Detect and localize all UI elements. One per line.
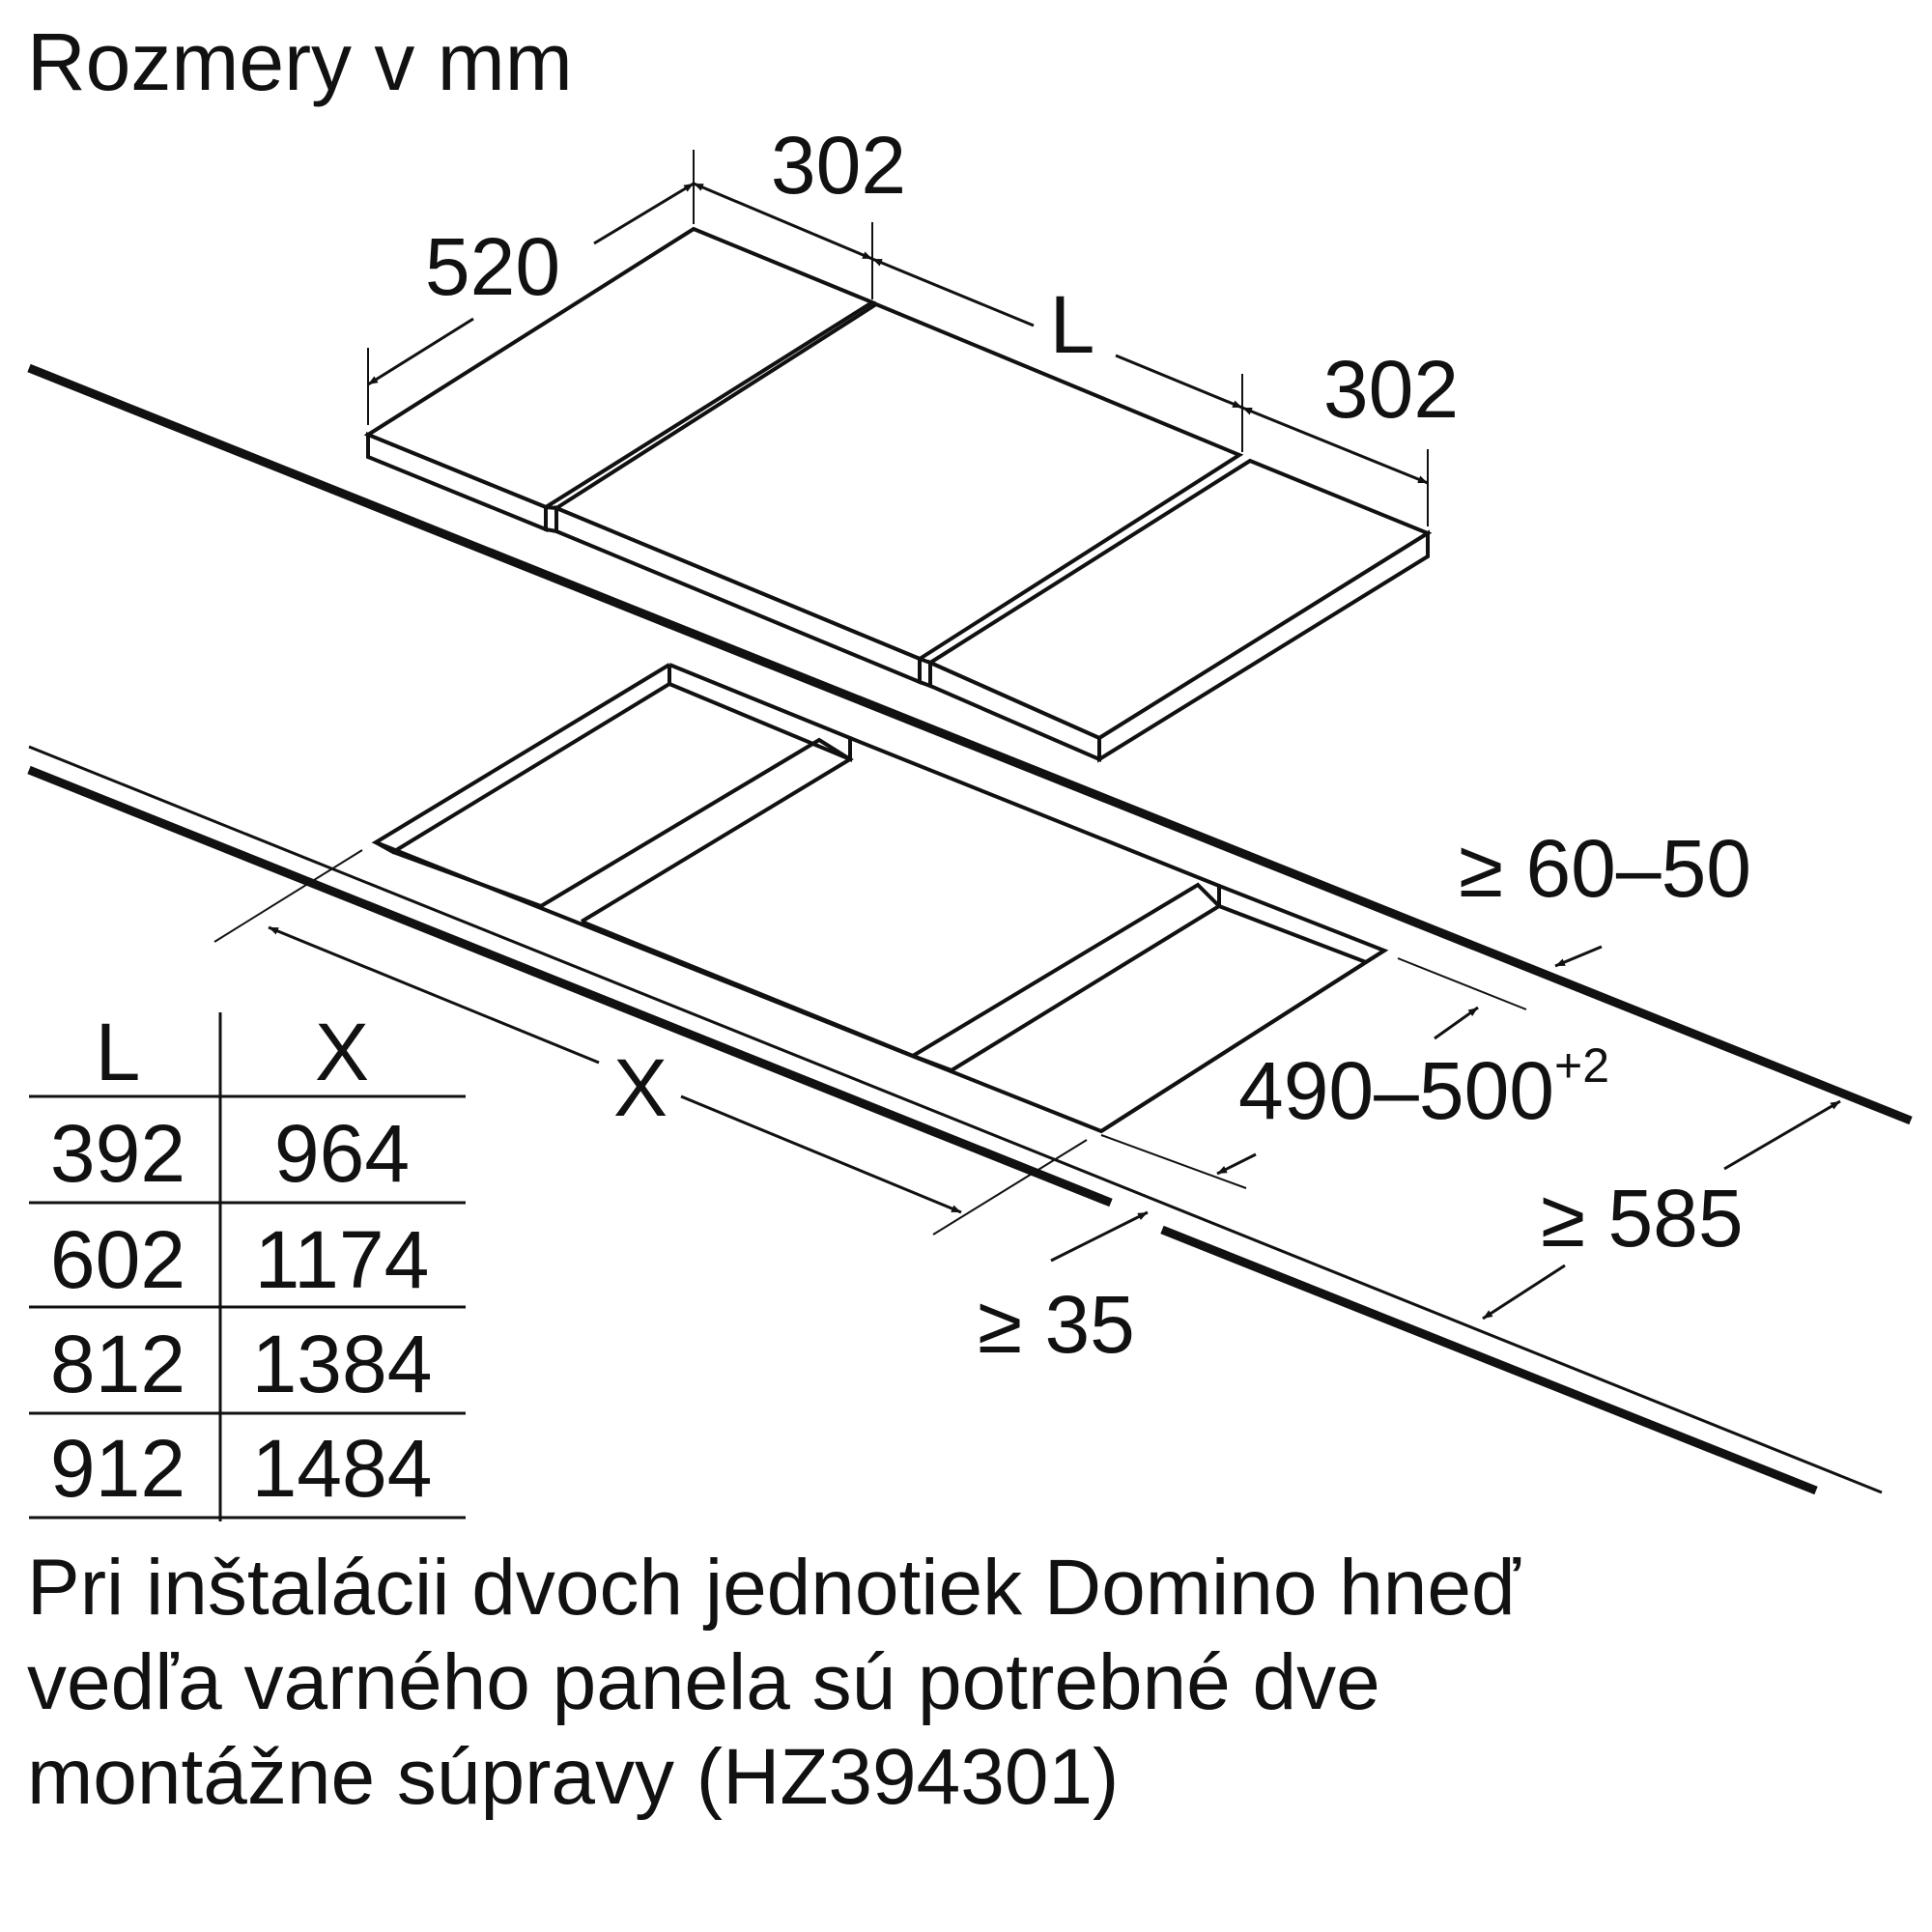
worktop-cutout <box>371 663 1389 1134</box>
lx-table: L X 392 964 602 1174 812 1384 912 1484 <box>29 1007 466 1521</box>
worktop-front-edge-bottom-right <box>1160 1225 1818 1495</box>
drawing-title: Rozmery v mm <box>27 16 573 107</box>
dim-label-cutout-tolerance: +2 <box>1554 1038 1609 1093</box>
worktop-front-edge-bottom-left <box>27 765 1113 1208</box>
table-cell-x: 1384 <box>252 1319 433 1409</box>
table-cell-l: 912 <box>50 1423 185 1514</box>
table-cell-l: 602 <box>50 1214 185 1305</box>
table-header-l: L <box>96 1007 141 1097</box>
dim-label-L-top: L <box>1050 279 1095 370</box>
table-cell-x: 1484 <box>252 1423 433 1514</box>
installation-note: Pri inštalácii dvoch jednotiek Domino hn… <box>27 1541 1920 1825</box>
table-cell-l: 392 <box>50 1108 185 1199</box>
dimension-lines <box>213 150 1841 1321</box>
dim-label-clearance-front: ≥ 35 <box>978 1279 1135 1370</box>
table-header-x: X <box>315 1007 369 1097</box>
dim-label-520: 520 <box>425 221 560 312</box>
dim-label-worktop-depth: ≥ 585 <box>1541 1173 1744 1264</box>
dim-label-cutout-depth: 490–500+2 <box>1238 1038 1609 1136</box>
note-line: Pri inštalácii dvoch jednotiek Domino hn… <box>27 1544 1520 1632</box>
dim-label-302-right: 302 <box>1323 344 1459 435</box>
dim-label-302-top: 302 <box>771 120 906 211</box>
note-line: montážne súpravy (HZ394301) <box>27 1733 1120 1821</box>
table-cell-x: 964 <box>274 1108 410 1199</box>
hob-assembly <box>363 226 1433 763</box>
dim-label-clearance-back: ≥ 60–50 <box>1459 823 1751 914</box>
note-line: vedľa varného panela sú potrebné dve <box>27 1638 1380 1726</box>
dim-label-X: X <box>613 1042 668 1133</box>
table-cell-x: 1174 <box>255 1214 430 1305</box>
worktop-back-edge <box>27 363 1913 1125</box>
table-cell-l: 812 <box>50 1319 185 1409</box>
worktop-front-edge-top <box>28 745 1883 1494</box>
